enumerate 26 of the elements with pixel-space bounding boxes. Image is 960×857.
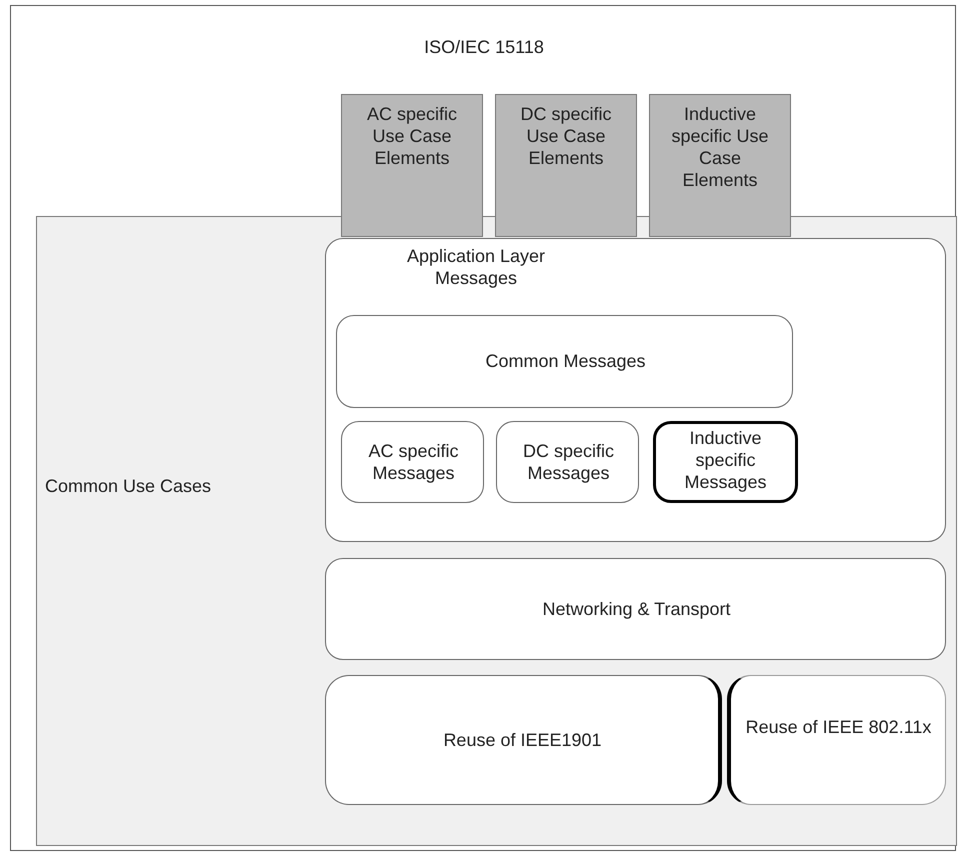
message-label: AC specific Messages	[367, 440, 460, 484]
layer-box	[325, 558, 946, 660]
layer-box	[727, 675, 946, 805]
layer-box	[36, 216, 957, 846]
column-label: Inductive specific Use Case Elements	[670, 103, 770, 191]
message-label: Inductive specific Messages	[683, 427, 768, 493]
message-box	[341, 421, 484, 503]
column-box	[495, 94, 637, 237]
layer-label: Reuse of IEEE 802.11x	[744, 716, 932, 738]
layer-label: Common Use Cases	[45, 475, 212, 497]
frame-box	[10, 5, 956, 851]
message-label: Common Messages	[484, 350, 647, 372]
layer-box	[325, 675, 722, 805]
layer-box	[325, 238, 946, 542]
column-box	[649, 94, 791, 237]
layer-label: Application Layer Messages	[406, 245, 546, 289]
message-box	[653, 421, 798, 503]
message-box	[336, 315, 793, 408]
message-box	[496, 421, 639, 503]
column-label: AC specific Use Case Elements	[366, 103, 458, 169]
message-label: DC specific Messages	[522, 440, 616, 484]
column-box	[341, 94, 483, 237]
frame-title: ISO/IEC 15118	[423, 36, 545, 58]
column-label: DC specific Use Case Elements	[519, 103, 613, 169]
layer-label: Networking & Transport	[541, 598, 732, 620]
layer-label: Reuse of IEEE1901	[442, 729, 603, 751]
